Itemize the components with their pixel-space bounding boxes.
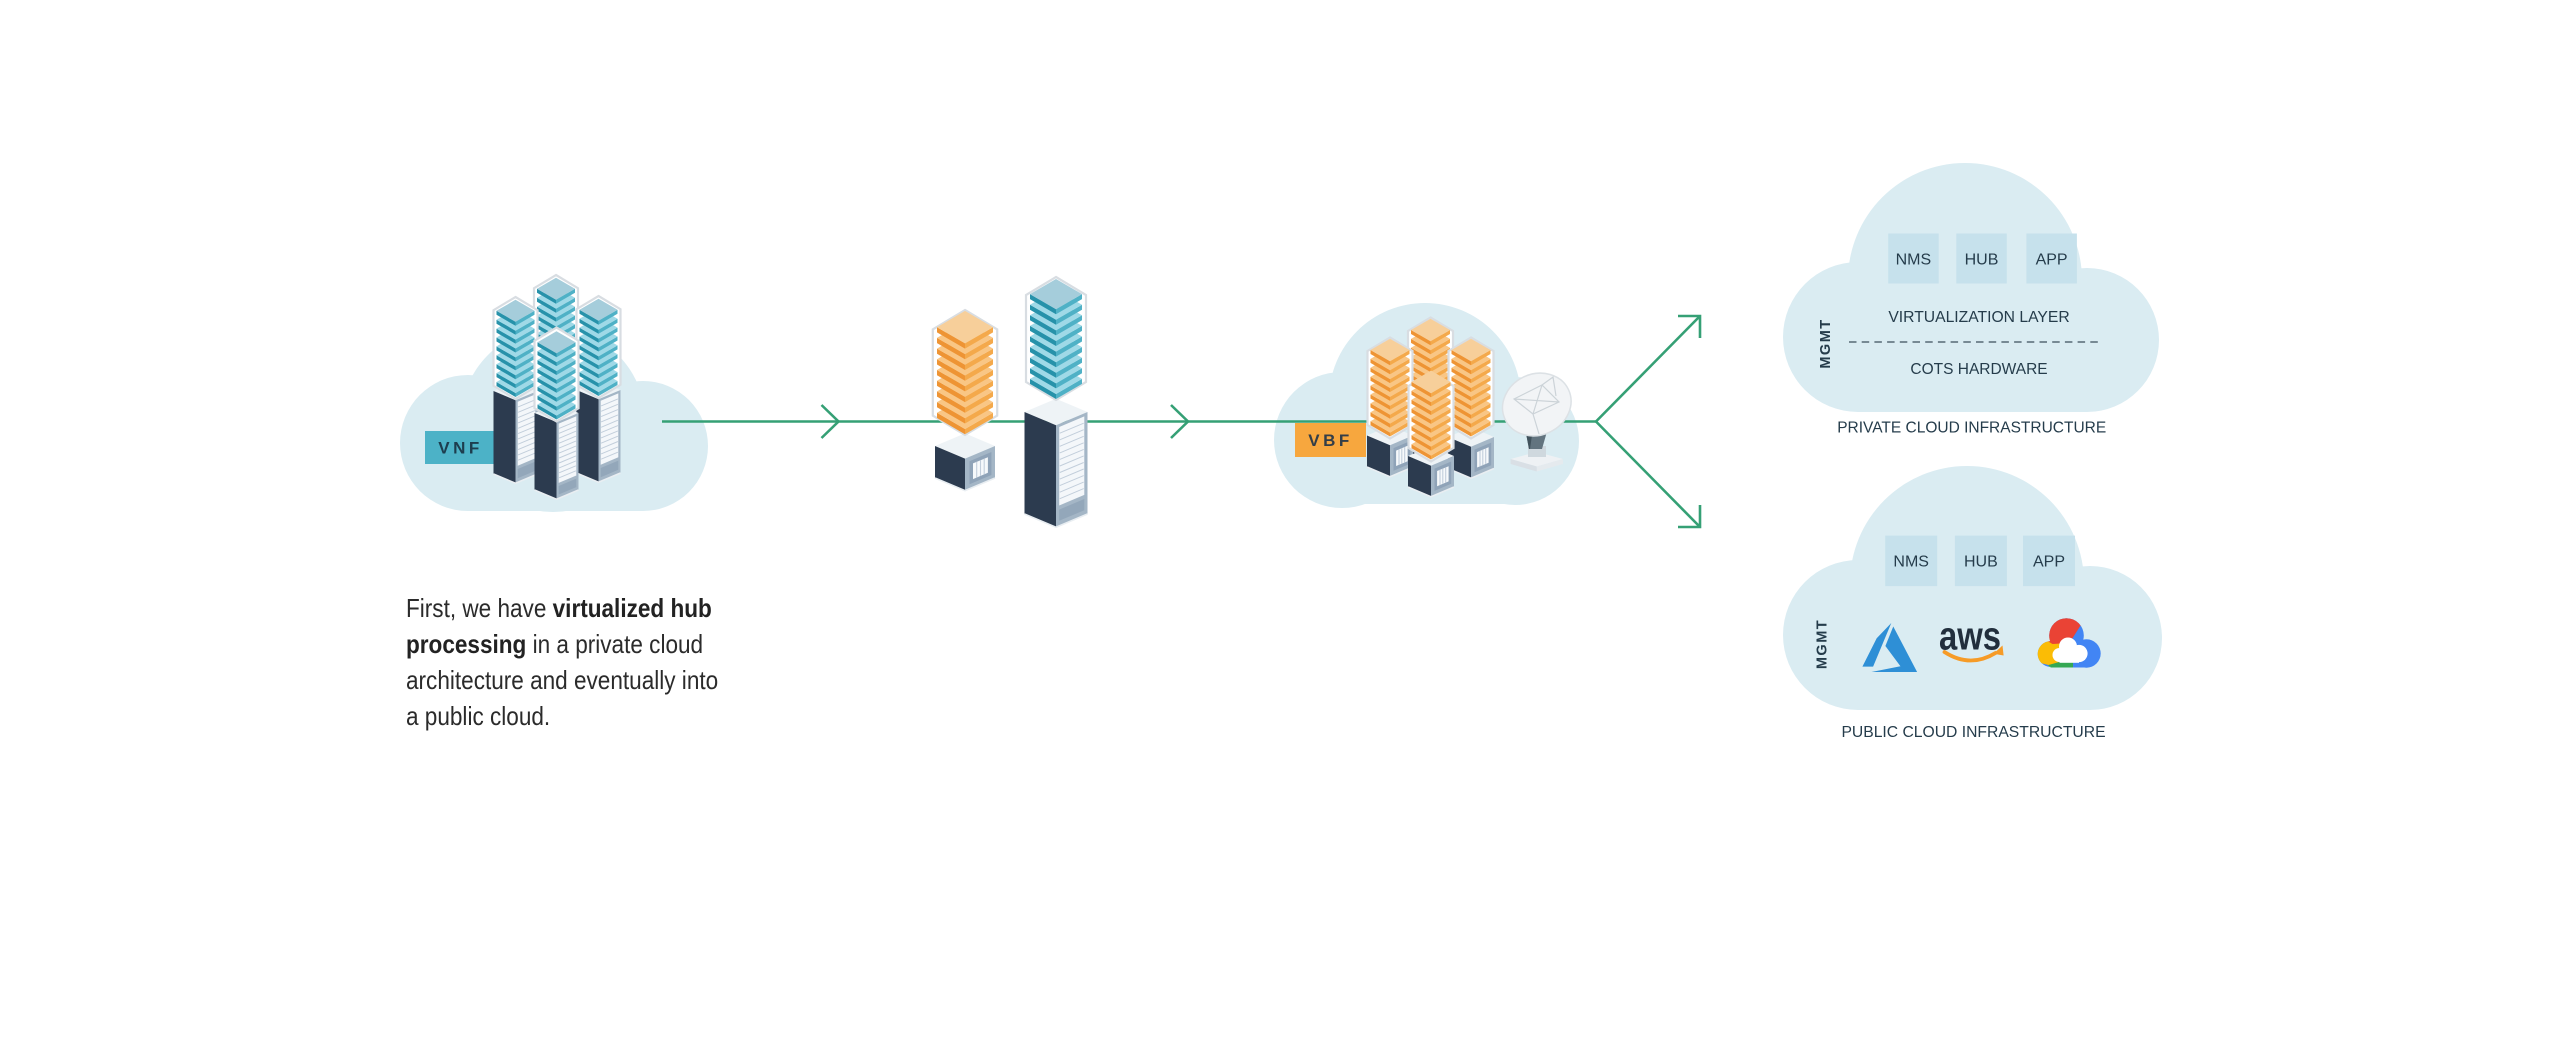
svg-text:First, we have virtualized hub: First, we have virtualized hub [406,595,712,624]
svg-text:HUB: HUB [1965,252,1999,269]
svg-text:APP: APP [2036,252,2068,269]
svg-text:VBF: VBF [1308,431,1353,450]
svg-text:VNF: VNF [438,439,483,458]
svg-text:HUB: HUB [1964,554,1998,571]
svg-text:NMS: NMS [1896,252,1932,269]
svg-text:aws: aws [1939,615,2001,659]
svg-text:a public cloud.: a public cloud. [406,703,550,732]
svg-text:architecture and eventually in: architecture and eventually into [406,667,718,696]
svg-text:VIRTUALIZATION LAYER: VIRTUALIZATION LAYER [1888,309,2069,326]
svg-text:processing in a private cloud: processing in a private cloud [406,631,703,660]
svg-text:PUBLIC CLOUD INFRASTRUCTURE: PUBLIC CLOUD INFRASTRUCTURE [1841,724,2105,741]
svg-text:APP: APP [2033,554,2065,571]
svg-text:NMS: NMS [1893,554,1929,571]
svg-text:MGMT: MGMT [1815,619,1831,669]
svg-text:COTS HARDWARE: COTS HARDWARE [1910,361,2047,378]
svg-text:PRIVATE CLOUD INFRASTRUCTURE: PRIVATE CLOUD INFRASTRUCTURE [1837,420,2106,437]
svg-text:MGMT: MGMT [1818,318,1834,368]
